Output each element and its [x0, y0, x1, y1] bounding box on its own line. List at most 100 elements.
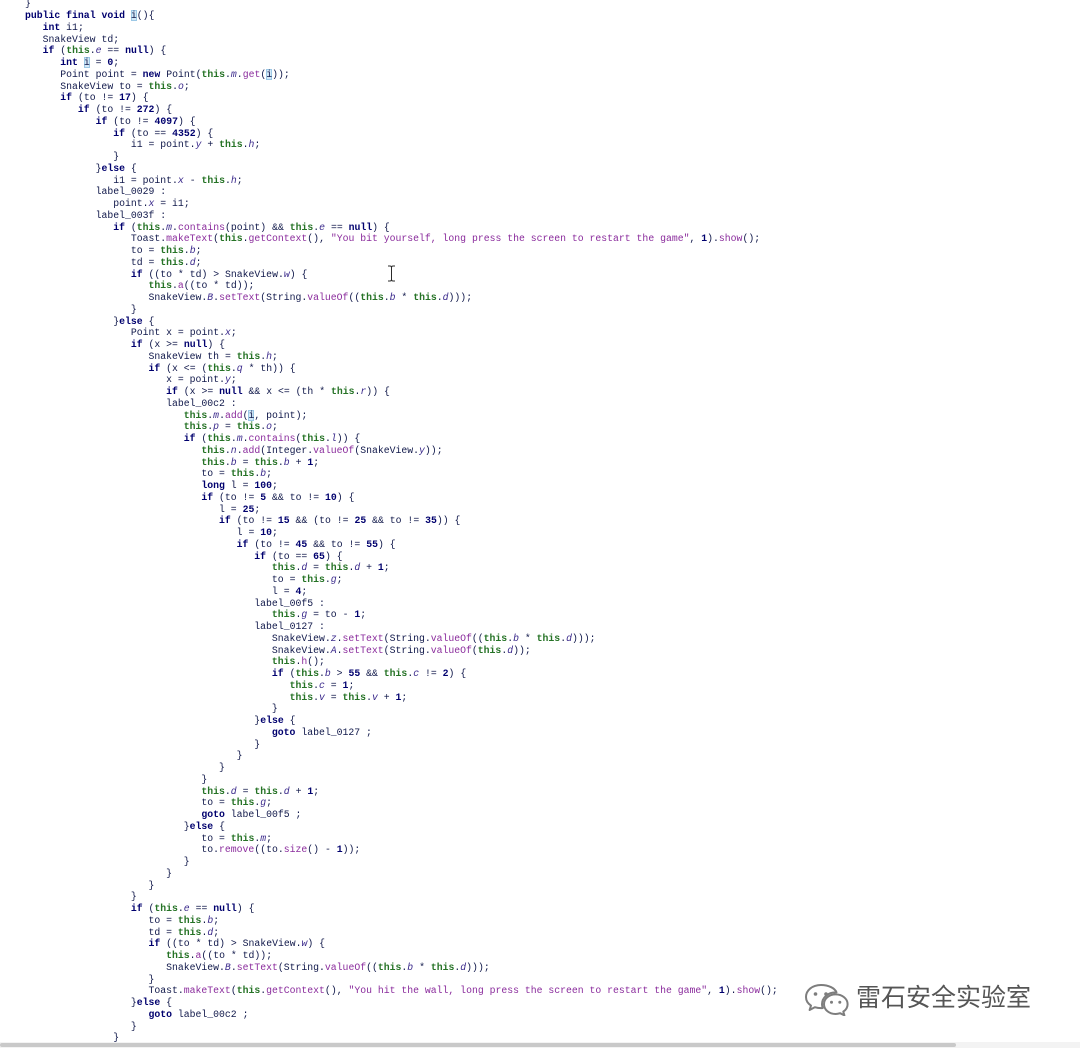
watermark: 雷石安全实验室	[804, 980, 1054, 1020]
code-token-keyword: null	[219, 386, 243, 398]
code-token-field: c	[318, 679, 325, 691]
code-token-keyword: goto	[148, 1008, 172, 1020]
code-token-method: setText	[219, 292, 261, 304]
code-line: l = 4;	[271, 585, 308, 597]
code-line: }else {	[254, 715, 296, 727]
code-token-field: b	[207, 914, 214, 926]
code-line: }else {	[183, 820, 225, 832]
code-token-method: h	[301, 656, 308, 668]
code-line: label_00c2 :	[166, 397, 237, 409]
code-token-keyword: if	[130, 339, 143, 351]
code-line: if (x >= null) {	[130, 339, 226, 351]
code-token-keyword: if	[130, 268, 143, 280]
code-token-number: 25	[242, 503, 255, 515]
code-line: to = this.m;	[201, 832, 273, 844]
code-token-keyword: null	[125, 45, 149, 57]
code-token-this: this	[66, 45, 90, 57]
code-token-this: this	[148, 80, 173, 92]
code-line: goto label_00c2 ;	[148, 1008, 249, 1020]
code-token-this: this	[236, 350, 261, 362]
horizontal-scrollbar[interactable]	[0, 1042, 1080, 1048]
code-line: SnakeView th = this.h;	[148, 350, 278, 362]
code-line: public final void i(){	[25, 10, 155, 22]
code-token-method: a	[195, 950, 202, 962]
code-line: if ((to * td) > SnakeView.w) {	[130, 268, 308, 280]
code-token-field: d	[283, 785, 290, 797]
code-line: Point x = point.x;	[130, 327, 237, 339]
code-token-this: this	[271, 609, 296, 621]
code-token-field: d	[207, 926, 214, 938]
code-token-keyword: if	[166, 386, 178, 398]
code-token-number: 65	[313, 550, 325, 562]
code-token-keyword: if	[113, 127, 125, 139]
code-token-this: this	[295, 668, 319, 680]
code-line: SnakeView to = this.o;	[60, 80, 190, 92]
code-token-field: y	[419, 444, 425, 456]
code-token-this: this	[230, 468, 255, 480]
code-token-field: h	[230, 174, 237, 186]
code-token-number: 1	[342, 679, 349, 691]
code-line: SnakeView td;	[42, 33, 120, 45]
code-token-this: this	[377, 961, 402, 973]
code-token-this: this	[230, 797, 255, 809]
code-token-keyword: else	[189, 820, 214, 832]
code-token-keyword: null	[348, 221, 373, 233]
code-line: if (x <= (this.q * th)) {	[148, 362, 296, 374]
code-token-keyword: final	[66, 10, 96, 22]
code-line: td = this.d;	[130, 256, 202, 268]
code-token-field: h	[266, 350, 273, 362]
code-token-field: x	[177, 174, 184, 186]
code-line: l = 10;	[236, 527, 278, 539]
code-token-this: this	[177, 914, 202, 926]
code-token-field: d	[507, 644, 514, 656]
code-token-number: 10	[260, 527, 272, 539]
code-token-method: add	[242, 444, 261, 456]
code-token-keyword: void	[101, 10, 125, 22]
code-line: }	[183, 856, 190, 868]
code-token-method: getContext	[266, 985, 325, 997]
code-token-number: 45	[295, 538, 308, 550]
horizontal-scrollbar-thumb[interactable]	[0, 1043, 956, 1047]
code-token-this: this	[236, 421, 261, 433]
code-token-field: b	[324, 668, 331, 680]
code-line: this.p = this.o;	[183, 421, 278, 433]
code-token-number: 4352	[172, 127, 196, 139]
code-line: td = this.d;	[148, 926, 220, 938]
code-token-method: valueOf	[313, 444, 355, 456]
code-token-this: this	[483, 632, 508, 644]
code-token-field: b	[389, 292, 396, 304]
code-token-keyword: if	[113, 221, 125, 233]
code-token-method: show	[718, 233, 743, 245]
code-token-method: valueOf	[430, 644, 472, 656]
code-token-this: this	[219, 139, 243, 151]
code-token-this: this	[254, 785, 278, 797]
code-token-keyword: else	[101, 162, 125, 174]
code-line: i1 = point.y + this.h;	[130, 139, 261, 151]
code-token-this: this	[271, 562, 296, 574]
code-line: to = this.g;	[271, 574, 343, 586]
code-token-number: 1	[395, 691, 402, 703]
code-token-this: this	[289, 679, 314, 691]
code-token-string: "You bit yourself, long press the screen…	[330, 233, 690, 245]
code-token-field: A	[330, 644, 337, 656]
code-token-field: d	[230, 785, 237, 797]
code-token-method: valueOf	[430, 632, 472, 644]
code-token-this: this	[342, 691, 367, 703]
code-line: SnakeView.z.setText(String.valueOf((this…	[271, 632, 596, 644]
code-token-number: 1	[307, 456, 314, 468]
variable-occurrence-highlight: i	[266, 68, 273, 80]
code-token-keyword: if	[183, 433, 196, 445]
code-token-keyword: int	[60, 57, 78, 69]
code-token-keyword: if	[254, 550, 267, 562]
code-token-keyword: if	[148, 938, 161, 950]
code-token-field: d	[566, 632, 572, 644]
code-token-field: o	[177, 80, 184, 92]
code-line: this.c = 1;	[289, 679, 355, 691]
code-token-field: m	[230, 68, 237, 80]
code-token-keyword: if	[42, 45, 55, 57]
code-token-this: this	[271, 656, 296, 668]
code-line: if ((to * td) > SnakeView.w) {	[148, 938, 326, 950]
code-token-number: 10	[325, 491, 337, 503]
code-token-number: 272	[136, 104, 155, 116]
